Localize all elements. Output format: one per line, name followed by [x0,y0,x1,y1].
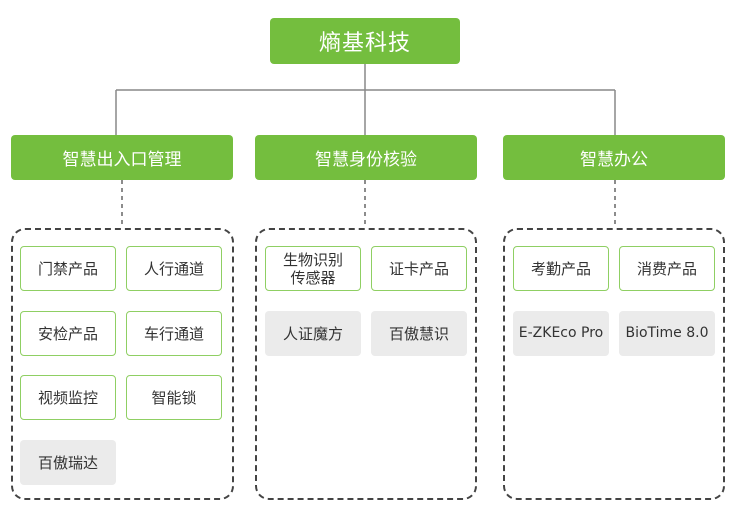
item-baiao-ruida: 百傲瑞达 [20,440,116,485]
item-biotime: BioTime 8.0 [619,311,715,356]
item-smart-lock: 智能锁 [126,375,222,420]
group-smart-office [503,228,725,500]
category-identity-verification: 智慧身份核验 [255,135,477,180]
group-identity-verification [255,228,477,500]
item-vehicle-gate: 车行通道 [126,311,222,356]
item-ezkeco-pro: E-ZKEco Pro [513,311,609,356]
group-access-control [11,228,234,500]
item-access-control-products: 门禁产品 [20,246,116,291]
item-pedestrian-gate: 人行通道 [126,246,222,291]
item-id-cube: 人证魔方 [265,311,361,356]
item-biometric-sensor: 生物识别 传感器 [265,246,361,291]
item-card-products: 证卡产品 [371,246,467,291]
item-baiao-huishi: 百傲慧识 [371,311,467,356]
root-node: 熵基科技 [270,18,460,64]
category-smart-office: 智慧办公 [503,135,725,180]
item-attendance-products: 考勤产品 [513,246,609,291]
item-consumption-products: 消费产品 [619,246,715,291]
category-access-control: 智慧出入口管理 [11,135,233,180]
item-video-surveillance: 视频监控 [20,375,116,420]
item-security-inspection: 安检产品 [20,311,116,356]
